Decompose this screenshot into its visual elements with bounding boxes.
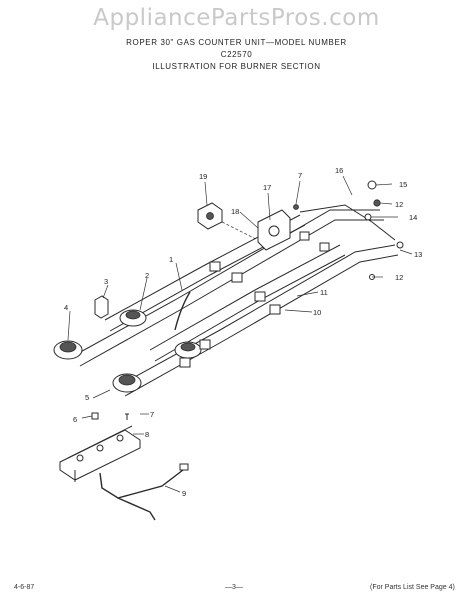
- watermark: AppliancePartsPros.com: [93, 5, 380, 31]
- title-line-1: ROPER 30" GAS COUNTER UNIT—MODEL NUMBER: [126, 38, 347, 47]
- footer-parts-list-note: (For Parts List See Page 4): [370, 584, 455, 591]
- valve-manifold-bracket: [59, 412, 141, 482]
- callout-19: 19: [199, 172, 207, 181]
- callout-18: 18: [231, 207, 239, 216]
- burner-heads: [53, 309, 202, 393]
- fasteners: [293, 180, 404, 280]
- callout-9: 9: [182, 489, 186, 498]
- callout-8: 8: [145, 430, 149, 439]
- bracket: [94, 295, 109, 319]
- callout-2: 2: [145, 271, 149, 280]
- callout-labels: 1 2 3 4 5 6 7 8 9 10 11 12 13 14 15 16 1…: [64, 166, 422, 498]
- thermocouple-tube: [174, 291, 191, 331]
- venturi-fittings: [179, 231, 330, 368]
- callout-12-lower: 12: [395, 273, 403, 282]
- callout-13: 13: [414, 250, 422, 259]
- callout-7-upper: 7: [298, 171, 302, 180]
- callout-16: 16: [335, 166, 343, 175]
- callout-15: 15: [399, 180, 407, 189]
- illustration-title: ILLUSTRATION FOR BURNER SECTION: [152, 62, 321, 71]
- rear-bracket-assembly: [197, 202, 291, 251]
- gas-line-fitting: [179, 463, 189, 471]
- gas-supply-line: [99, 469, 184, 521]
- footer-page-number: —3—: [225, 584, 243, 591]
- callout-7: 7: [150, 410, 154, 419]
- callout-4: 4: [64, 303, 68, 312]
- callout-17: 17: [263, 183, 271, 192]
- burner-tubes: [74, 204, 399, 397]
- callout-6: 6: [73, 415, 77, 424]
- callout-5: 5: [85, 393, 89, 402]
- model-number: C22570: [220, 50, 253, 59]
- callout-3: 3: [104, 277, 108, 286]
- callout-12-upper: 12: [395, 200, 403, 209]
- callout-14: 14: [409, 213, 417, 222]
- footer-date: 4-6-87: [14, 584, 35, 591]
- callout-1: 1: [169, 255, 173, 264]
- leader-lines: [67, 175, 413, 493]
- callout-10: 10: [313, 308, 321, 317]
- callout-11: 11: [320, 288, 328, 297]
